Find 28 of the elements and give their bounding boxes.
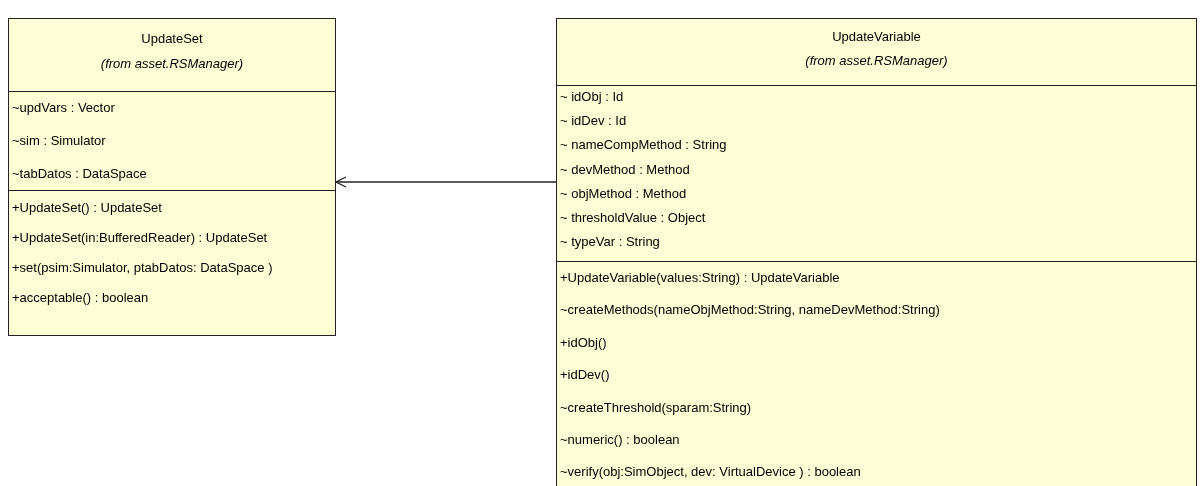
attribute-text: ~ objMethod : Method <box>560 185 687 201</box>
method-text: ~createThreshold(sparam:String) <box>560 399 752 415</box>
attribute-text: ~ nameCompMethod : String <box>560 137 727 153</box>
method-text: +idDev() <box>560 367 610 383</box>
class-box <box>556 18 1197 486</box>
method-text: +idObj() <box>560 334 607 350</box>
class-name: UpdateSet <box>140 31 204 46</box>
method-text: +UpdateVariable(values:String) : UpdateVariable <box>560 270 840 285</box>
package-note: (from asset.RSManager) <box>804 53 949 68</box>
attribute-text: ~tabDatos : DataSpace <box>12 166 147 181</box>
attribute-text: ~ idObj : Id <box>560 89 624 104</box>
attribute-text: ~updVars : Vector <box>12 100 115 115</box>
association-arrow <box>335 176 557 188</box>
method-text: ~createMethods(nameObjMethod:String, nameDevMethod:String) <box>560 302 940 318</box>
method-text: +UpdateSet(in:BufferedReader) : UpdateSet <box>12 230 268 245</box>
method-text: +UpdateSet() : UpdateSet <box>12 200 162 215</box>
attribute-text: ~ typeVar : String <box>560 234 660 250</box>
class-name: UpdateVariable <box>831 29 922 44</box>
attribute-text: ~ thresholdValue : Object <box>560 210 706 225</box>
class-box <box>8 18 336 335</box>
method-text: ~verify(obj:SimObject, dev: VirtualDevice ) : boolean <box>560 464 861 480</box>
attribute-text: ~ devMethod : Method <box>560 161 690 177</box>
method-text: +set(psim:Simulator, ptabDatos: DataSpace ) <box>12 260 273 275</box>
package-note: (from asset.RSManager) <box>99 56 245 71</box>
attribute-text: ~sim : Simulator <box>12 133 106 148</box>
attribute-text: ~ idDev : Id <box>560 113 627 129</box>
method-text: +acceptable() : boolean <box>12 290 149 305</box>
method-text: ~numeric() : boolean <box>560 432 680 447</box>
